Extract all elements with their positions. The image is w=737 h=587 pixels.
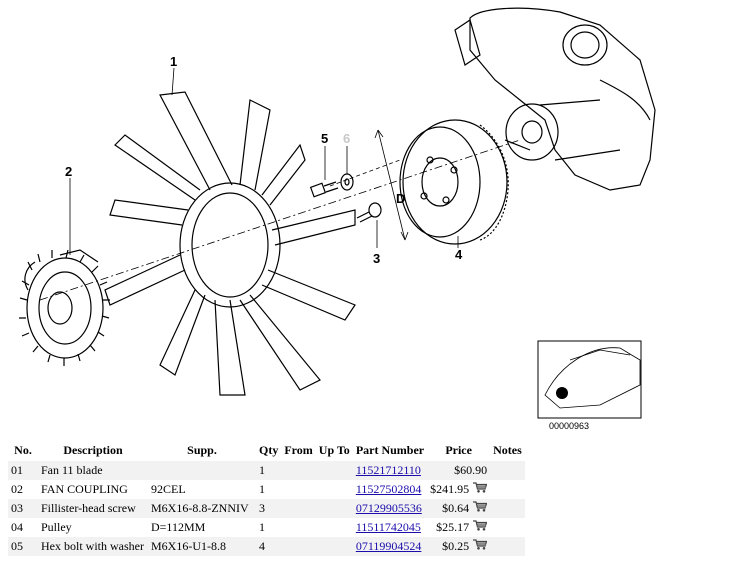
table-row: 03 Fillister-head screw M6X16-8.8-ZNNIV 3 07… [8,499,525,518]
row-notes [490,461,525,480]
row-qty: 3 [259,501,265,515]
table-row: 01 Fan 11 blade 1 11521712110 $60.90 [8,461,525,480]
row-price: $0.64 [442,500,470,515]
row-price: $25.17 [436,519,470,534]
col-description: Description [63,442,123,457]
callout-3: 3 [373,251,380,266]
row-from [281,461,315,480]
col-notes: Notes [493,442,522,457]
row-price-cell: $241.95 [427,480,490,499]
col-no: No. [14,442,32,457]
row-description: Pulley [41,520,72,534]
part-number-link[interactable]: 11527502804 [355,482,422,496]
col-upto: Up To [318,442,350,457]
row-from [281,499,315,518]
row-part-number-cell: 07129905536 [353,499,427,518]
callout-5: 5 [321,131,328,146]
row-supp: D=112MM [151,520,206,534]
cart-icon[interactable] [473,501,488,516]
table-row: 02 FAN COUPLING 92CEL 1 11527502804 $241.95 [8,480,525,499]
row-upto [316,518,353,537]
fillister-screw-drawing [356,202,382,223]
row-no: 05 [11,539,23,553]
callout-6: 6 [343,131,350,146]
table-row: 04 Pulley D=112MM 1 11511742045 $25.17 [8,518,525,537]
part-number-link[interactable]: 11521712110 [355,463,421,477]
inset-location-marker [556,387,568,399]
callout-2: 2 [65,164,72,179]
row-from [281,537,315,556]
row-qty: 1 [259,482,265,496]
water-pump-housing-drawing [454,7,656,191]
row-qty: 1 [259,520,265,534]
row-price-cell: $0.25 [427,537,490,556]
row-price: $0.25 [442,538,470,553]
row-qty: 4 [259,539,265,553]
part-number-link[interactable]: 07119904524 [355,539,422,553]
row-description: Fillister-head screw [41,501,136,515]
row-supp [148,461,256,480]
row-price: $241.95 [430,481,470,496]
row-notes [490,499,525,518]
row-upto [316,480,353,499]
row-price-cell: $25.17 [427,518,490,537]
row-from [281,518,315,537]
part-number-link[interactable]: 11511742045 [355,520,421,534]
row-price-cell: $0.64 [427,499,490,518]
row-upto [316,461,353,480]
row-part-number-cell: 11527502804 [353,480,427,499]
parts-table: No. Description Supp. Qty From Up To Par… [8,439,525,556]
fan-blade-drawing [104,91,356,396]
row-supp: 92CEL [151,482,186,496]
callout-d: D [396,191,405,206]
part-number-link[interactable]: 07129905536 [355,501,422,515]
row-notes [490,537,525,556]
col-from: From [284,442,313,457]
exploded-parts-diagram: 1 2 3 4 5 6 D 00000963 [19,7,656,431]
row-description: FAN COUPLING [41,482,128,496]
row-part-number-cell: 11521712110 [353,461,427,480]
row-part-number-cell: 11511742045 [353,518,427,537]
row-supp: M6X16-U1-8.8 [151,539,226,553]
table-header-row: No. Description Supp. Qty From Up To Par… [8,439,525,461]
row-notes [490,480,525,499]
row-no: 02 [11,482,23,496]
cart-icon[interactable] [473,539,488,554]
fan-coupling-drawing [19,249,110,366]
row-no: 01 [11,463,23,477]
callout-1: 1 [170,54,177,69]
washer-drawing [340,173,354,191]
row-no: 04 [11,520,23,534]
row-notes [490,518,525,537]
col-part-number: Part Number [355,442,425,457]
row-price: $60.90 [454,463,488,477]
col-supp: Supp. [187,442,217,457]
row-from [281,480,315,499]
table-row: 05 Hex bolt with washer M6X16-U1-8.8 4 07119… [8,537,525,556]
pulley-drawing [399,119,509,245]
col-price: Price [445,442,472,457]
cart-icon[interactable] [473,482,488,497]
callout-4: 4 [455,247,463,262]
row-no: 03 [11,501,23,515]
row-supp: M6X16-8.8-ZNNIV [151,501,249,515]
cart-icon[interactable] [473,520,488,535]
row-upto [316,499,353,518]
hex-bolt-drawing [309,181,339,198]
row-price-cell: $60.90 [427,461,490,480]
row-part-number-cell: 07119904524 [353,537,427,556]
inset-code: 00000963 [549,421,589,431]
vehicle-inset-frame [537,340,642,419]
row-upto [316,537,353,556]
row-description: Hex bolt with washer [41,539,144,553]
col-qty: Qty [259,442,279,457]
row-qty: 1 [259,463,265,477]
row-description: Fan 11 blade [41,463,103,477]
